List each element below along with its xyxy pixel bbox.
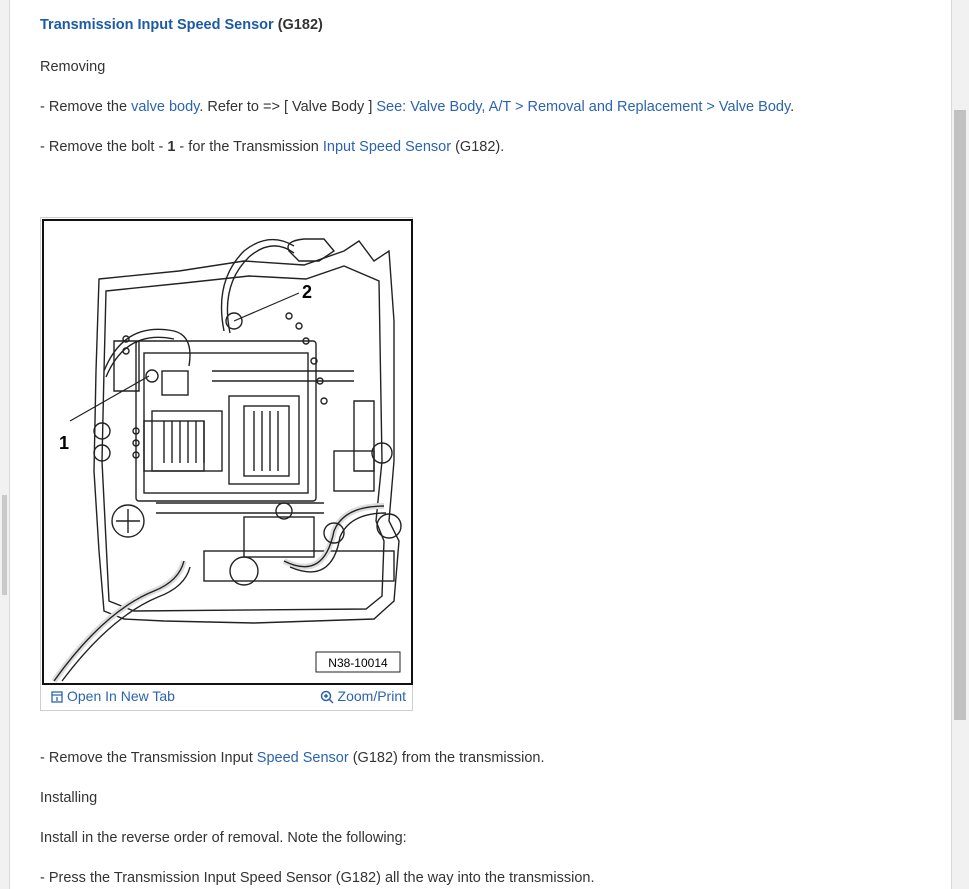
- step-press-sensor: - Press the Transmission Input Speed Sen…: [40, 870, 595, 886]
- step1-text-end: .: [790, 99, 795, 115]
- step2-text-end: (G182).: [451, 139, 505, 155]
- callout-1: 1: [59, 433, 69, 453]
- transmission-diagram: 1 2 N38-10014: [51, 238, 402, 683]
- zoom-in-icon: [320, 691, 334, 704]
- page-title: Transmission Input Speed Sensor (G182): [40, 17, 323, 33]
- figure-id-label: N38-10014: [328, 656, 388, 670]
- step2-bold: 1: [167, 139, 176, 155]
- step3-text: - Remove the Transmission Input: [40, 750, 257, 766]
- figure-image[interactable]: 1 2 N38-10014: [42, 219, 413, 685]
- section-installing: Installing: [40, 790, 98, 806]
- speed-sensor-link[interactable]: Speed Sensor: [256, 750, 349, 766]
- left-scrollbar-thumb[interactable]: [2, 495, 7, 595]
- input-speed-sensor-link[interactable]: Input Speed Sensor: [322, 139, 452, 155]
- step3-text-end: (G182) from the transmission.: [348, 750, 545, 766]
- open-new-tab-button[interactable]: Open In New Tab: [51, 688, 175, 704]
- callout-2: 2: [302, 282, 312, 302]
- section-removing: Removing: [40, 59, 106, 75]
- title-link[interactable]: Transmission Input Speed Sensor: [40, 17, 274, 33]
- right-scrollbar-thumb[interactable]: [954, 110, 966, 720]
- open-new-tab-icon: [51, 691, 63, 703]
- step2-text: - Remove the bolt -: [40, 139, 168, 155]
- zoom-print-button[interactable]: Zoom/Print: [320, 688, 406, 704]
- step1-text-mid: . Refer to => [ Valve Body ]: [199, 99, 377, 115]
- figure-footer: Open In New Tab Zoom/Print: [41, 684, 412, 709]
- figure-container: 1 2 N38-10014 Open In New Tab Zoom/Print: [40, 217, 413, 711]
- step-remove-valve-body: - Remove the valve body. Refer to => [ V…: [40, 99, 794, 115]
- install-note: Install in the reverse order of removal.…: [40, 830, 407, 846]
- step2-text-mid: - for the Transmission: [175, 139, 323, 155]
- step-remove-sensor: - Remove the Transmission Input Speed Se…: [40, 750, 545, 766]
- open-new-tab-label: Open In New Tab: [67, 688, 175, 704]
- step1-text: - Remove the: [40, 99, 132, 115]
- see-valve-body-link[interactable]: See: Valve Body, A/T > Removal and Repla…: [376, 99, 791, 115]
- left-scrollbar[interactable]: [0, 0, 10, 889]
- step-remove-bolt: - Remove the bolt - 1 - for the Transmis…: [40, 139, 504, 155]
- valve-body-link[interactable]: valve body: [131, 99, 200, 115]
- title-suffix: (G182): [277, 17, 323, 33]
- zoom-print-label: Zoom/Print: [337, 688, 406, 704]
